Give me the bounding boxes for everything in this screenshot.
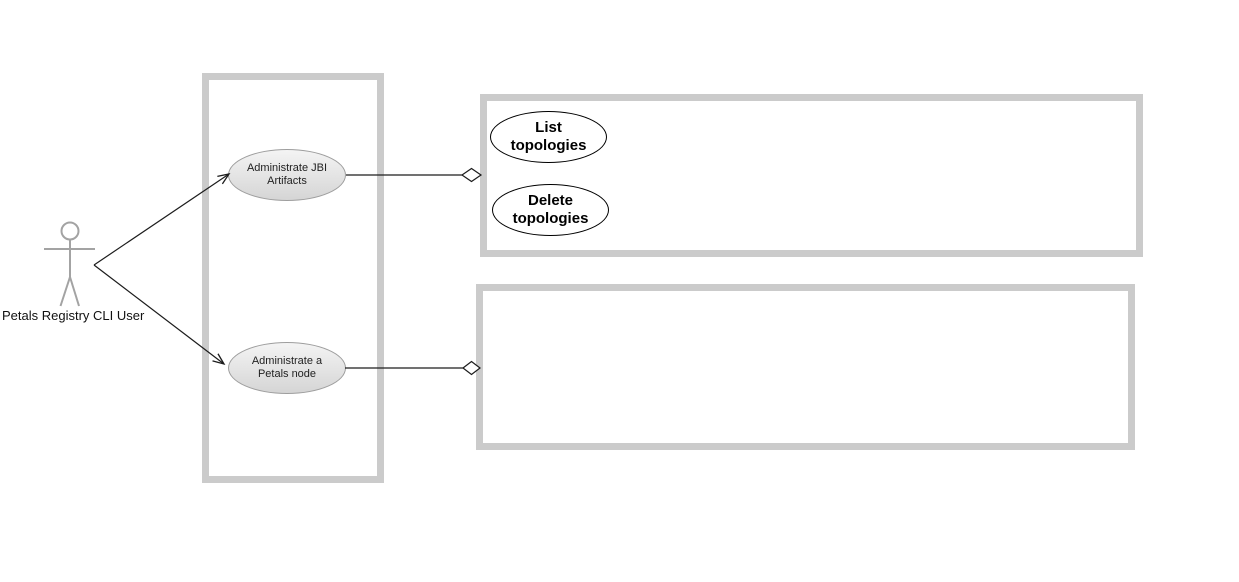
usecase-label-line: Artifacts [267,175,307,187]
actor-figure [44,221,95,307]
usecase-administrate-a-petals-node: Administrate a Petals node [228,342,346,394]
usecase-list-topologies: List topologies [490,111,607,163]
left-system-boundary [202,73,384,483]
actor-label: Petals Registry CLI User [2,308,145,323]
usecase-label-line: topologies [512,210,589,227]
usecase-label-line: Administrate JBI [246,162,328,174]
usecase-label-line: List [535,119,562,136]
usecase-label-line: Administrate a [251,355,323,367]
actor-head [60,221,80,241]
usecase-label-line: Petals node [257,368,317,380]
usecase-label-line: Delete [527,192,574,209]
bottom-right-boundary [476,284,1135,450]
usecase-label-line: topologies [510,137,587,154]
usecase-administrate-jbi-artifacts: Administrate JBI Artifacts [228,149,346,201]
usecase-delete-topologies: Delete topologies [492,184,609,236]
actor-left-leg [59,276,71,307]
actor-right-leg [69,276,80,307]
diamond-top [460,167,483,183]
